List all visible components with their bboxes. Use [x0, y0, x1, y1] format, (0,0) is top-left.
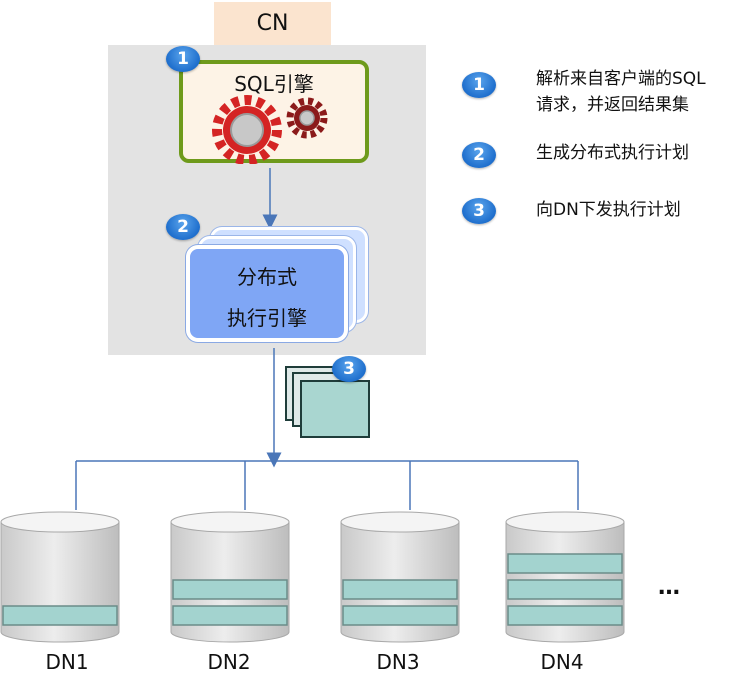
datanode-top	[505, 511, 625, 533]
dn3-label: DN3	[376, 650, 420, 674]
legend-item-3: 向DN下发执行计划	[536, 200, 681, 220]
dn4-label: DN4	[540, 650, 584, 674]
legend-item-1-line1: 解析来自客户端的SQL	[536, 69, 706, 89]
datanode-1	[0, 511, 120, 643]
sql-engine-box: SQL引擎	[179, 60, 369, 164]
dist-engine-line2: 执行引擎	[227, 306, 307, 330]
datanode-slot	[507, 605, 623, 626]
dist-engine-card: 分布式 执行引擎	[186, 245, 348, 342]
datanode-slot	[507, 579, 623, 600]
datanode-slot	[172, 579, 288, 600]
legend-item-1-line2: 请求，并返回结果集	[536, 95, 689, 115]
cn-label: CN	[214, 2, 331, 45]
gear-small-icon	[286, 97, 328, 139]
plan-badge: 3	[332, 356, 366, 382]
datanode-slot	[2, 605, 118, 626]
datanodes	[0, 511, 625, 643]
datanode-slot	[507, 553, 623, 574]
dist-engine-badge: 2	[166, 214, 200, 240]
datanode-2	[170, 511, 290, 643]
gears-icon	[212, 95, 328, 164]
datanode-slot	[342, 579, 458, 600]
sql-engine-label: SQL引擎	[234, 72, 314, 96]
datanode-top	[170, 511, 290, 533]
dn2-label: DN2	[207, 650, 251, 674]
sql-engine-badge: 1	[166, 46, 200, 72]
gear-large-icon	[212, 95, 282, 164]
datanode-3	[340, 511, 460, 643]
plan-page-front	[300, 380, 370, 438]
datanode-slot	[342, 605, 458, 626]
legend-item-1: 解析来自客户端的SQL 请求，并返回结果集	[536, 66, 706, 118]
legend-item-2: 生成分布式执行计划	[536, 143, 689, 163]
cn-label-text: CN	[256, 11, 289, 36]
datanode-4	[505, 511, 625, 643]
datanode-top	[0, 511, 120, 533]
datanode-top	[340, 511, 460, 533]
datanode-slot	[172, 605, 288, 626]
dn1-label: DN1	[45, 650, 89, 674]
legend-badge-1: 1	[462, 72, 496, 98]
more-datanodes-ellipsis: …	[658, 575, 682, 600]
dist-engine-line1: 分布式	[237, 265, 297, 289]
legend-badge-2: 2	[462, 142, 496, 168]
legend-badge-3: 3	[462, 198, 496, 224]
